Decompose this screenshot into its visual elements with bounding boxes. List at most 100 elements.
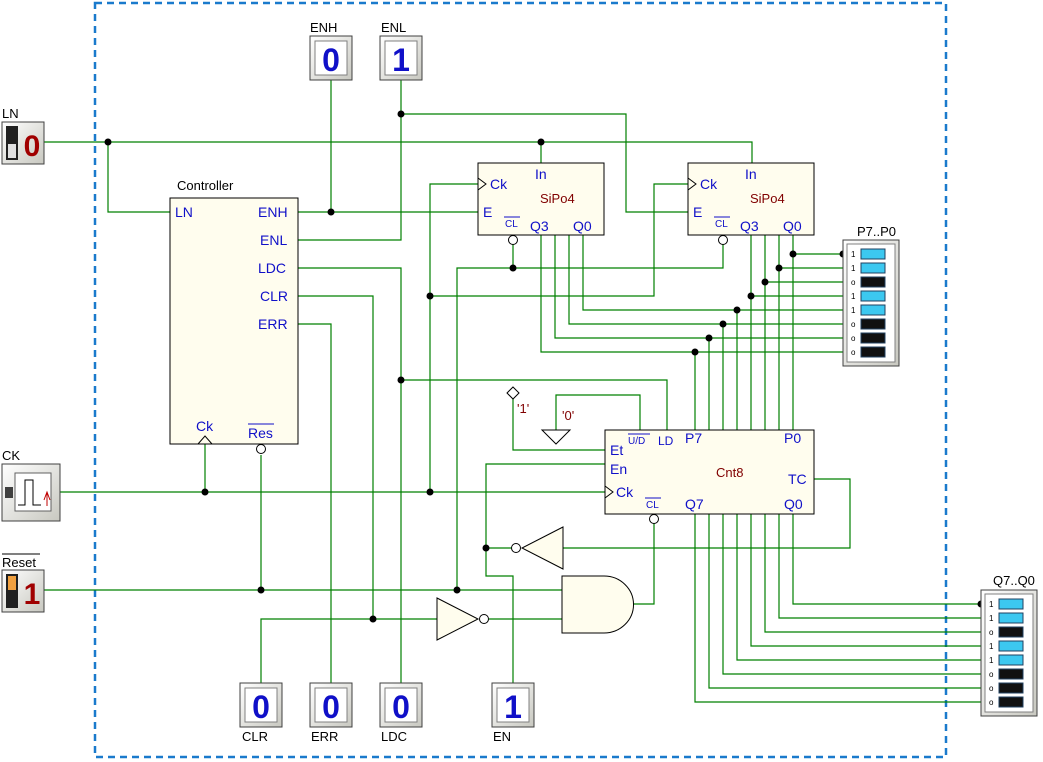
and-gate xyxy=(561,575,634,634)
sipo1-ck-port: Ck xyxy=(490,176,508,192)
svg-text:LN: LN xyxy=(2,106,19,121)
module-boundary xyxy=(93,1,948,759)
probe-err: 0 ERR xyxy=(309,682,353,744)
svg-text:'0': '0' xyxy=(562,408,574,423)
svg-text:P7..P0: P7..P0 xyxy=(857,224,896,239)
svg-text:1: 1 xyxy=(989,614,994,623)
sipo1-in-port: In xyxy=(535,166,547,182)
constant-zero-ground: '0' xyxy=(540,408,574,445)
svg-text:LDC: LDC xyxy=(381,729,407,744)
constant-one: '1' xyxy=(506,386,529,416)
svg-text:o: o xyxy=(851,278,856,287)
controller-block[interactable]: Controller LN ENH ENL LDC CLR ERR Ck Res xyxy=(169,178,299,454)
probe-ldc: 0 LDC xyxy=(379,682,423,744)
svg-text:Q7..Q0: Q7..Q0 xyxy=(993,573,1035,588)
sipo2-e-port: E xyxy=(693,204,702,220)
cnt8-q7-port: Q7 xyxy=(685,496,704,512)
controller-err-port: ERR xyxy=(258,316,288,332)
input-ck-clock[interactable]: CK xyxy=(1,448,61,522)
svg-text:o: o xyxy=(851,348,856,357)
display_q-bit-1: 1 xyxy=(989,612,1024,624)
cnt8-ck-port: Ck xyxy=(616,484,634,500)
sipo1-q3-port: Q3 xyxy=(530,218,549,234)
svg-text:CK: CK xyxy=(2,448,20,463)
cnt8-ld-port: LD xyxy=(658,434,674,448)
controller-ln-port: LN xyxy=(175,204,193,220)
svg-text:o: o xyxy=(989,628,994,637)
svg-text:1: 1 xyxy=(851,250,856,259)
controller-clr-port: CLR xyxy=(260,288,288,304)
display_q-bit-7: o xyxy=(989,696,1024,708)
display_p-bit-1: 1 xyxy=(851,262,886,274)
cnt8-cl-port: CL xyxy=(646,500,659,511)
display_p-bit-6: o xyxy=(851,332,886,344)
probe-clr: 0 CLR xyxy=(239,682,283,744)
sipo1-cl-port: CL xyxy=(505,219,518,230)
svg-text:1: 1 xyxy=(989,642,994,651)
svg-text:1: 1 xyxy=(851,306,856,315)
display_q-bit-5: o xyxy=(989,668,1024,680)
probe-enl: ENL 1 xyxy=(379,20,423,81)
sipo2-ck-port: Ck xyxy=(700,176,718,192)
svg-text:o: o xyxy=(989,684,994,693)
cnt8-p0-port: P0 xyxy=(784,430,801,446)
svg-text:o: o xyxy=(851,320,856,329)
display_p-bit-5: o xyxy=(851,318,886,330)
input-reset-switch[interactable]: Reset 1 xyxy=(1,553,45,613)
svg-text:1: 1 xyxy=(504,689,522,725)
display_q-bit-3: 1 xyxy=(989,640,1024,652)
svg-text:o: o xyxy=(851,334,856,343)
svg-text:Reset: Reset xyxy=(2,555,36,570)
controller-title: Controller xyxy=(177,178,234,193)
svg-text:1: 1 xyxy=(989,600,994,609)
sipo1-name: SiPo4 xyxy=(540,191,575,206)
svg-text:0: 0 xyxy=(24,130,41,163)
svg-text:o: o xyxy=(989,670,994,679)
svg-text:ENH: ENH xyxy=(310,20,337,35)
svg-text:0: 0 xyxy=(322,689,340,725)
display_q-bit-4: 1 xyxy=(989,654,1024,666)
display_p-bit-3: 1 xyxy=(851,290,886,302)
svg-text:1: 1 xyxy=(989,656,994,665)
display_q-bit-0: 1 xyxy=(989,598,1024,610)
cnt8-et-port: Et xyxy=(610,442,623,458)
cnt8-ud-port: U/D xyxy=(628,436,645,447)
sipo-register-2[interactable]: In SiPo4 Ck E CL Q3 Q0 xyxy=(687,162,815,245)
not-gate-clr xyxy=(436,597,489,641)
display_q-bit-6: o xyxy=(989,682,1024,694)
controller-enl-port: ENL xyxy=(260,232,287,248)
cnt8-tc-port: TC xyxy=(788,471,807,487)
sipo2-name: SiPo4 xyxy=(750,191,785,206)
controller-ck-port: Ck xyxy=(196,418,214,434)
controller-ldc-port: LDC xyxy=(258,260,286,276)
probe-enh: ENH 0 xyxy=(309,20,353,81)
sipo2-q3-port: Q3 xyxy=(740,218,759,234)
svg-text:0: 0 xyxy=(322,42,340,78)
display_p-bit-0: 1 xyxy=(851,248,886,260)
probe-en: 1 EN xyxy=(491,682,535,744)
cnt8-en-port: En xyxy=(610,461,627,477)
counter-cnt8[interactable]: U/D LD P7 P0 Et En Cnt8 TC Ck CL Q7 Q0 xyxy=(604,429,815,524)
svg-text:0: 0 xyxy=(252,689,270,725)
input-ln-switch[interactable]: LN 0 xyxy=(1,106,45,165)
sipo2-cl-port: CL xyxy=(715,219,728,230)
svg-text:1: 1 xyxy=(851,292,856,301)
svg-text:ERR: ERR xyxy=(311,729,338,744)
sipo2-q0-port: Q0 xyxy=(783,218,802,234)
display_p-bit-2: o xyxy=(851,276,886,288)
sipo-register-1[interactable]: In SiPo4 Ck E CL Q3 Q0 xyxy=(477,162,605,245)
sipo1-e-port: E xyxy=(483,204,492,220)
sipo1-q0-port: Q0 xyxy=(573,218,592,234)
svg-text:1: 1 xyxy=(392,42,410,78)
not-gate-tc xyxy=(511,526,564,570)
svg-text:o: o xyxy=(989,698,994,707)
cnt8-p7-port: P7 xyxy=(685,430,702,446)
display_q-bit-2: o xyxy=(989,626,1024,638)
display_p-bit-4: 1 xyxy=(851,304,886,316)
display_p-bit-7: o xyxy=(851,346,886,358)
svg-text:CLR: CLR xyxy=(242,729,268,744)
svg-text:1: 1 xyxy=(851,264,856,273)
sipo2-in-port: In xyxy=(745,166,757,182)
